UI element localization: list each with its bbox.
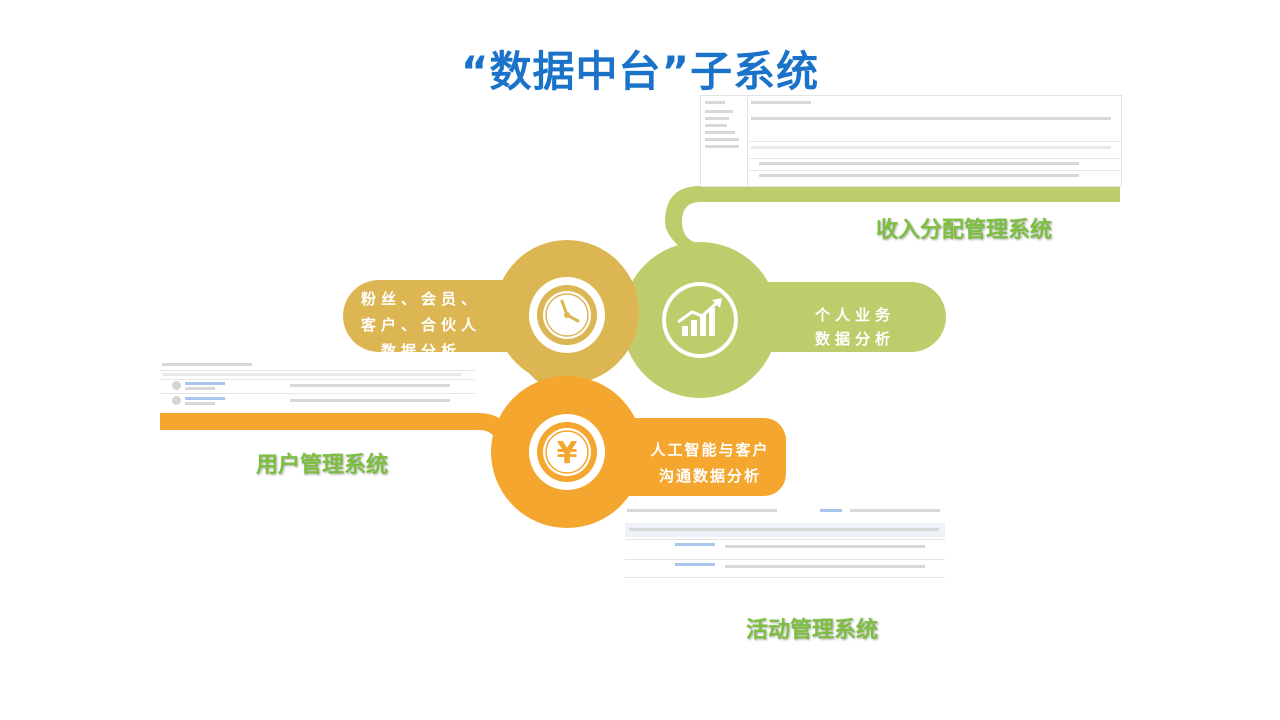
yen-icon: ¥ bbox=[537, 422, 597, 482]
user-connector bbox=[160, 413, 512, 448]
segment-label-fans: 粉丝、会员、 客户、合伙人 数据分析 bbox=[360, 290, 481, 360]
segment-label-ai: 人工智能与客户 沟通数据分析 bbox=[650, 441, 770, 485]
clock-icon bbox=[537, 285, 597, 345]
orange-pill bbox=[560, 418, 786, 496]
income-connector bbox=[665, 186, 1120, 262]
growth-chart-icon bbox=[666, 286, 734, 354]
activity-system-screenshot bbox=[625, 505, 945, 583]
page-title: “数据中台”子系统 bbox=[460, 47, 820, 96]
income-system-label: 收入分配管理系统 bbox=[876, 218, 1053, 243]
segment-label-personal: 个人业务 数据分析 bbox=[814, 306, 895, 348]
user-system-screenshot bbox=[160, 360, 475, 412]
olive-pill bbox=[700, 282, 946, 352]
svg-text:¥: ¥ bbox=[557, 436, 578, 471]
activity-system-label: 活动管理系统 bbox=[746, 618, 879, 643]
income-system-screenshot bbox=[700, 95, 1122, 187]
user-system-label: 用户管理系统 bbox=[256, 453, 389, 478]
